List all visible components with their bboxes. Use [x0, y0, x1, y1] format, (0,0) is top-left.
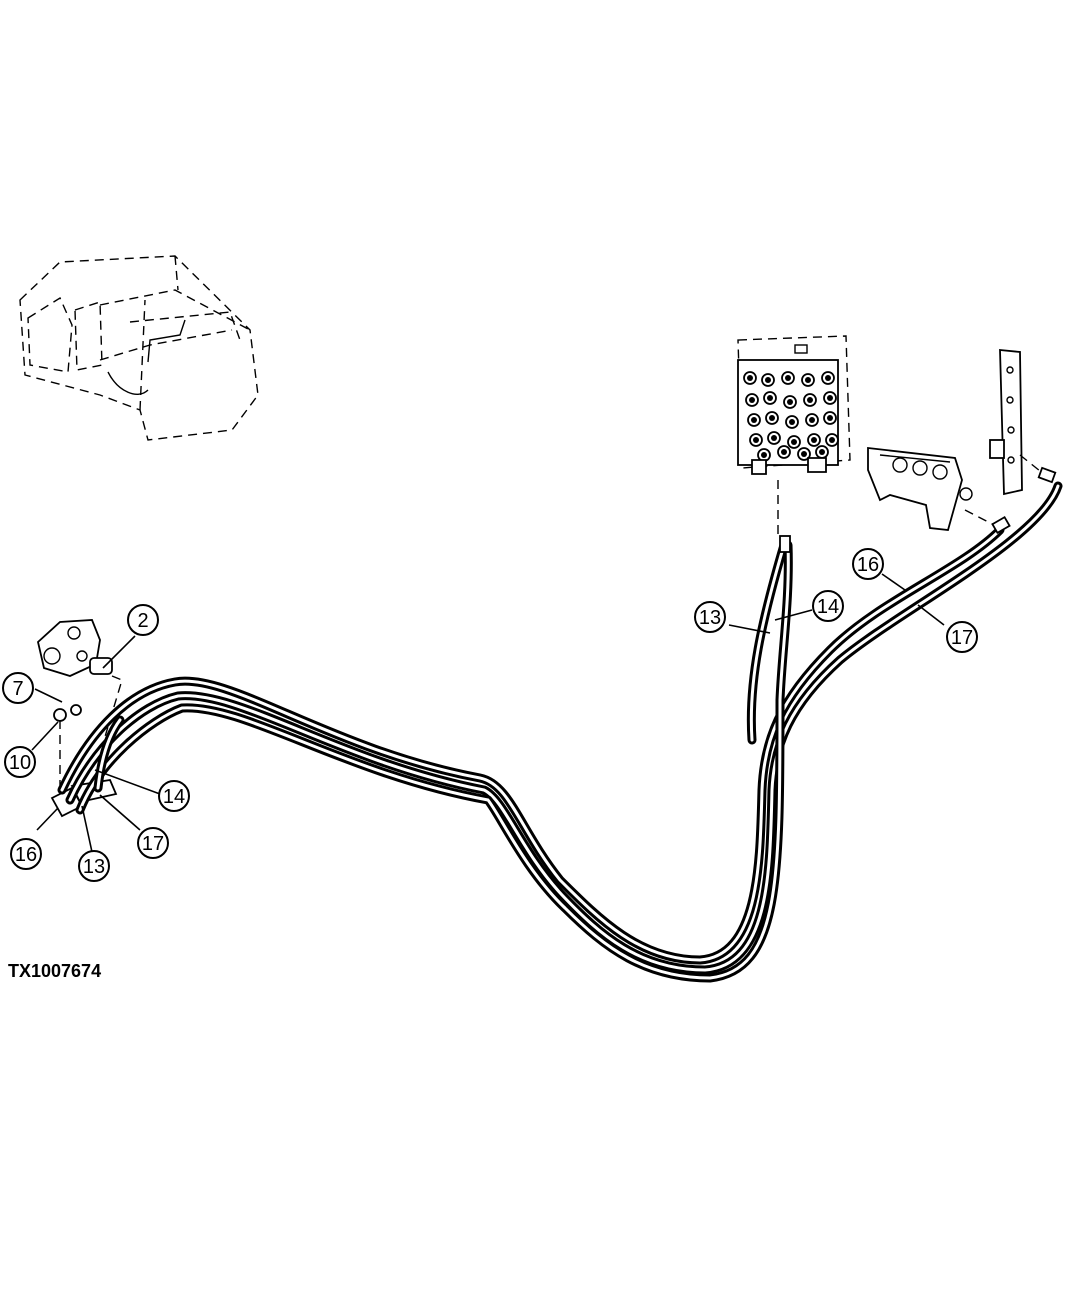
callout-label: 17 [142, 833, 164, 855]
hose-bundle [57, 466, 1063, 983]
callout-label: 10 [9, 752, 31, 774]
callout-circle [158, 780, 190, 812]
callout-circle [812, 590, 844, 622]
callout-label: 14 [163, 786, 185, 808]
callout-13: 13 [694, 601, 726, 633]
pilot-manifold [867, 446, 1001, 531]
figure-id: TX1007674 [8, 961, 101, 981]
callout-7: 7 [2, 672, 34, 704]
leader-lines [31, 573, 945, 853]
callout-14: 14 [812, 590, 844, 622]
callout-17: 17 [946, 621, 978, 653]
callout-17: 17 [137, 827, 169, 859]
callout-circle [694, 601, 726, 633]
callout-label: 16 [857, 554, 879, 576]
callout-label: 7 [12, 678, 23, 700]
callout-label: 14 [817, 596, 839, 618]
mounting-plate [989, 349, 1046, 496]
control-valve-block [737, 335, 851, 540]
callout-group: 2 7 10 16 13 14 17 13 14 16 17 [2, 548, 978, 882]
callout-label: 16 [15, 844, 37, 866]
callout-10: 10 [4, 746, 36, 778]
callout-circle [4, 746, 36, 778]
callout-circle [127, 604, 159, 636]
callout-circle [10, 838, 42, 870]
callout-2: 2 [127, 604, 159, 636]
callout-13: 13 [78, 850, 110, 882]
callout-label: 17 [951, 627, 973, 649]
callout-circle [946, 621, 978, 653]
callout-circle [78, 850, 110, 882]
callout-label: 13 [699, 607, 721, 629]
machine-locator-inset [19, 255, 259, 441]
callout-circle [2, 672, 34, 704]
callout-label: 13 [83, 856, 105, 878]
callout-circle [137, 827, 169, 859]
callout-label: 2 [137, 610, 148, 632]
callout-14: 14 [158, 780, 190, 812]
callout-16: 16 [852, 548, 884, 580]
callout-16: 16 [10, 838, 42, 870]
callout-circle [852, 548, 884, 580]
